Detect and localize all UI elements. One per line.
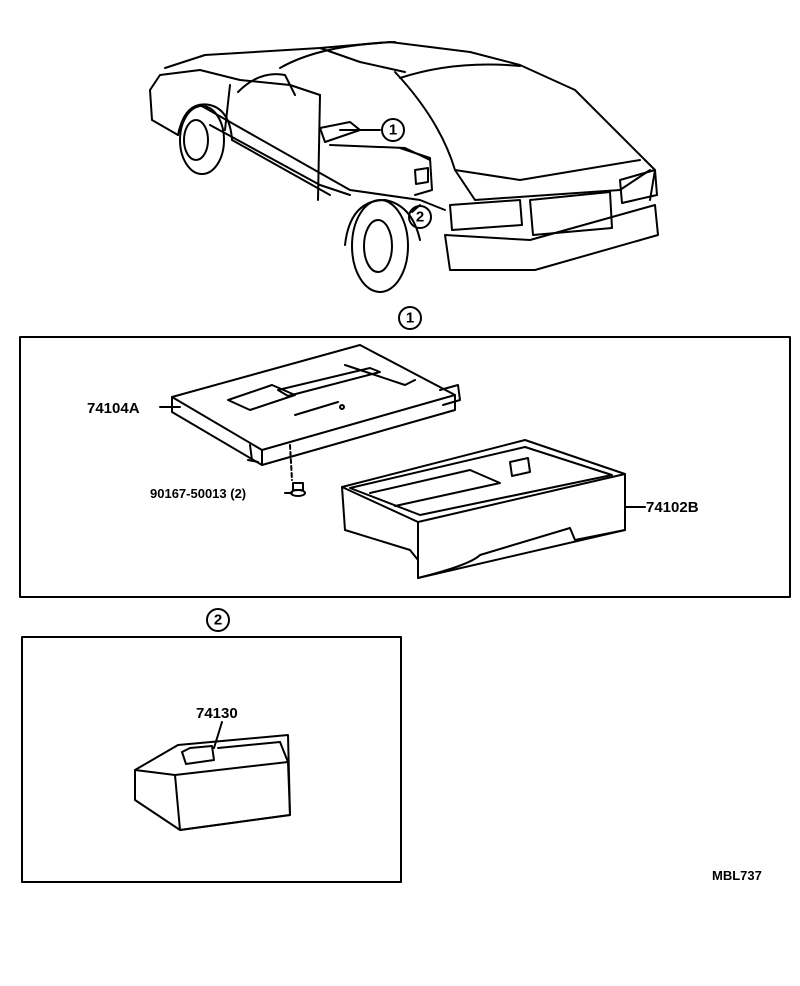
callout-number-2-car: 2 [416, 209, 424, 226]
callout-number-1-car: 1 [389, 122, 397, 139]
part-label-74104a: 74104A [87, 400, 140, 417]
part-label-74102b: 74102B [646, 499, 699, 516]
callout-circle-1-panel [398, 306, 422, 330]
ashtray-74130-drawing [134, 734, 291, 831]
callout-circle-2-panel [206, 608, 230, 632]
panel-1-frame [19, 336, 791, 598]
panel-1-number: 1 [406, 310, 414, 327]
part-label-90167-50013: 90167-50013 (2) [150, 486, 246, 501]
bracket-74104a-drawing [171, 344, 461, 466]
ashtray-box-74102b-drawing [341, 439, 626, 579]
leader-74130 [213, 721, 223, 749]
callout-circle-2-car [408, 205, 432, 229]
panel-2-number: 2 [214, 612, 222, 629]
callout-circle-1-car [381, 118, 405, 142]
panel-2-frame [21, 636, 402, 883]
car-illustration [149, 41, 659, 293]
figure-code: MBL737 [712, 868, 762, 883]
part-label-74130: 74130 [196, 705, 238, 722]
